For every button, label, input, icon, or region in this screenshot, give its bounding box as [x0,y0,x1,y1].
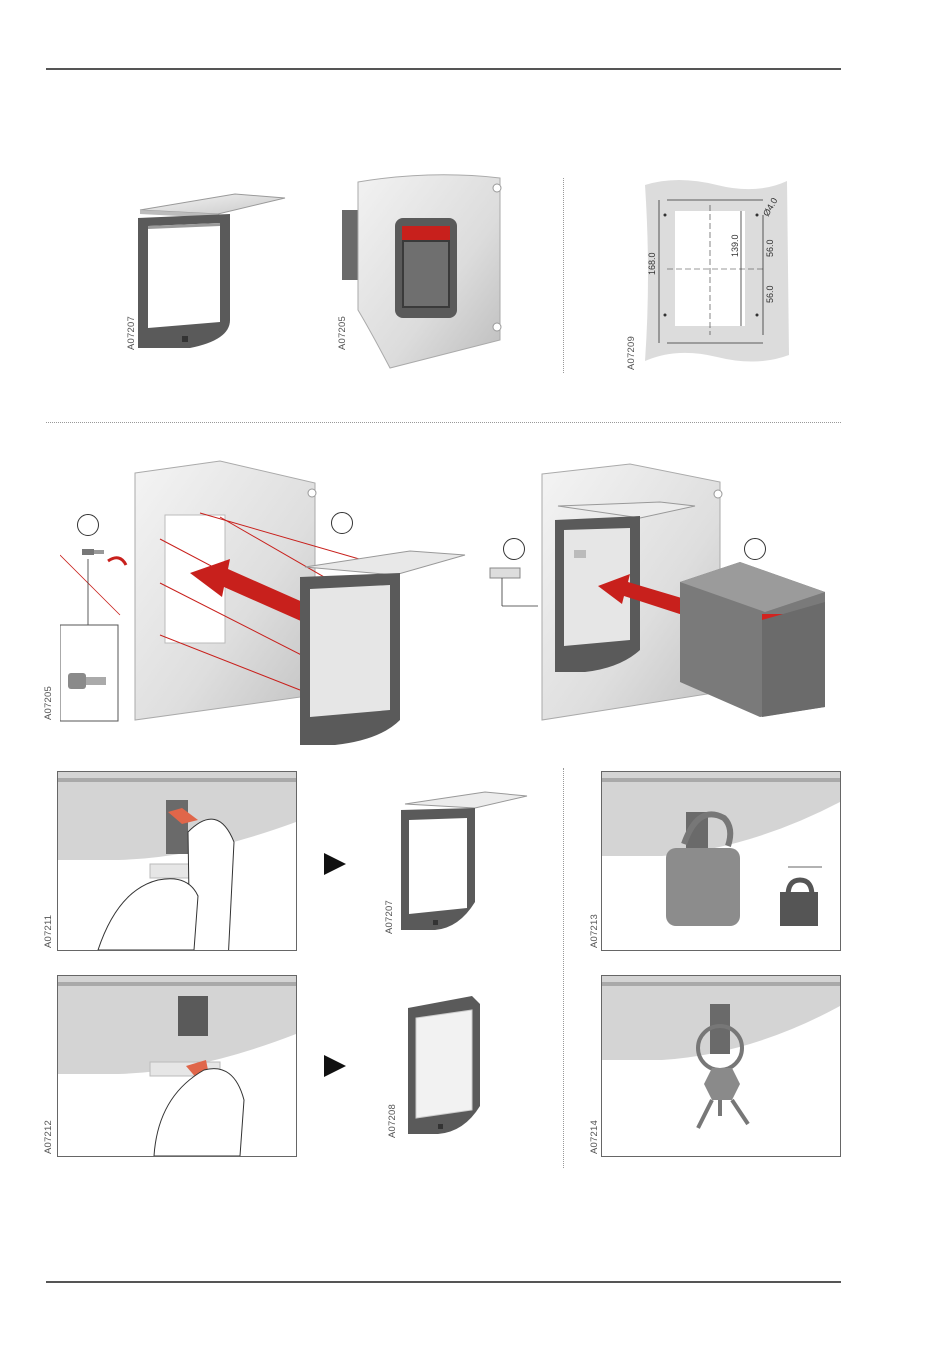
cover-illustration [130,190,290,360]
figure-code: A07208 [387,1104,398,1138]
step-circle [331,512,353,534]
figure-code: A07205 [337,316,348,350]
section-divider [46,422,841,423]
bottom-divider-vertical [563,768,564,1168]
figure-code: A07205 [43,686,54,720]
cutout-drawing: 168.0 139.0 56.0 56.0 Ø4.0 [637,175,797,375]
screw-detail [60,545,160,725]
dim-168: 168.0 [647,252,657,275]
dim-139: 139.0 [730,234,740,257]
unlock-latch-frame [57,771,297,951]
figure-code: A07211 [43,915,54,948]
step-circle [77,514,99,536]
dim-56-lower: 56.0 [765,285,775,303]
figure-code: A07212 [43,1120,54,1154]
cover-closed-result [398,994,488,1139]
panel-with-cover-illustration [340,170,510,370]
step-circle [503,538,525,560]
figure-code: A07214 [589,1120,600,1154]
dim-56-upper: 56.0 [765,239,775,257]
padlock-frame [601,771,841,951]
footer-rule [46,1281,841,1283]
key-ring-frame [601,975,841,1157]
result-arrow-icon [324,853,346,875]
figure-code: A07207 [126,316,137,350]
step-circle [744,538,766,560]
mounting-step-illustration-right [480,462,840,722]
top-divider-vertical [563,178,564,373]
cover-open-result [395,790,530,940]
lock-latch-frame [57,975,297,1157]
figure-code: A07209 [626,336,637,370]
header-rule [46,68,841,70]
result-arrow-icon [324,1055,346,1077]
figure-code: A07207 [384,900,395,934]
figure-code: A07213 [589,914,600,948]
